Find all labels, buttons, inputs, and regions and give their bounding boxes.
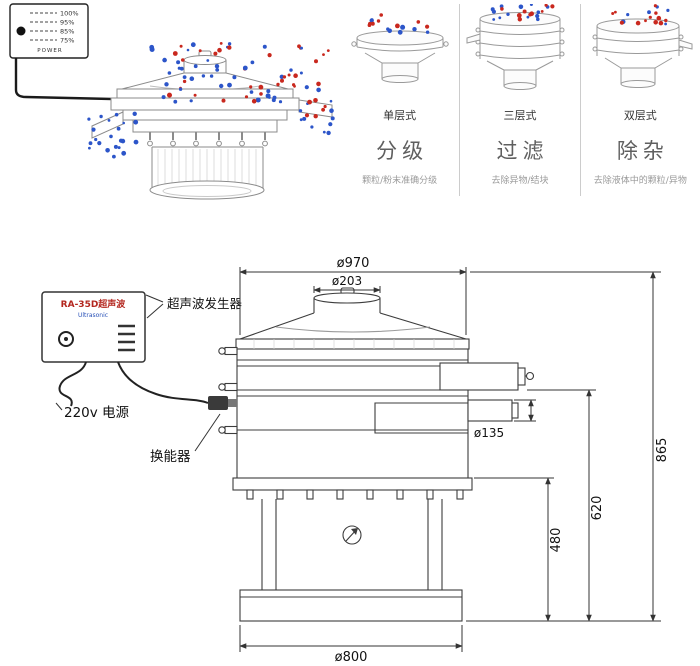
particles-inlet (186, 42, 232, 56)
machine-type-label: 单层式 (383, 109, 417, 122)
power-supply-label: 220v 电源 (64, 405, 130, 421)
machine-section-view (218, 287, 535, 622)
particles (490, 4, 555, 22)
power-cord (14, 58, 113, 101)
generator-leader-lines (145, 294, 164, 319)
generator-subtitle-text: Ultrasonic (78, 312, 108, 319)
ultrasonic-sieve-illustration: 100% 95% 85% 75% POWER (9, 3, 335, 200)
sieve-machine (91, 50, 333, 200)
particles-fines (87, 111, 139, 159)
transducer-cable (117, 361, 209, 404)
feature-desc: 颗粒/粉末准确分级 (362, 176, 438, 186)
transducer-connector (208, 396, 237, 410)
band-clamp (218, 382, 238, 392)
generator-model-text: RA-35D超声波 (61, 298, 127, 310)
feature-filtering: 三层式 过滤 去除异物/结块 (459, 4, 579, 196)
bolt-row (147, 132, 268, 147)
lower-outlet (467, 399, 513, 422)
power-button-icon (16, 26, 26, 36)
level-label: 75% (60, 37, 74, 45)
dim-inlet-diameter: ø203 (332, 274, 362, 288)
feature-title: 分级 (376, 139, 429, 163)
dim-base-diameter: ø800 (335, 650, 368, 665)
particles (611, 4, 670, 26)
generator-label: 超声波发生器 (167, 296, 243, 311)
upper-outlet (439, 362, 519, 391)
dim-outlet-diameter: ø135 (474, 426, 504, 440)
ultrasonic-generator-box: RA-35D超声波 Ultrasonic (41, 291, 146, 363)
inner-tray (374, 402, 468, 434)
feature-grading: 单层式 分级 颗粒/粉末准确分级 (340, 4, 459, 196)
level-label: 100% (60, 10, 79, 18)
band-clamp (218, 346, 238, 356)
technical-drawing: RA-35D超声波 Ultrasonic 超声波发生器 220v 电源 (41, 256, 670, 665)
feature-title: 除杂 (616, 139, 669, 163)
power-text: POWER (37, 48, 62, 54)
flange-ticks (253, 339, 455, 349)
base-plate (239, 589, 463, 622)
features-panel: 单层式 分级 颗粒/粉末准确分级 (340, 4, 700, 196)
dimension-texts: ø970 ø203 ø135 865 620 480 ø800 (332, 256, 670, 665)
single-deck-sieve-icon (350, 13, 449, 83)
feature-desc: 去除异物/结块 (491, 176, 549, 186)
level-bars (30, 12, 57, 41)
feature-impurity-removal: 双层式 除杂 去除液体中的颗粒/异物 (579, 4, 700, 196)
base-bolts (246, 489, 464, 500)
dim-outlet-height: 620 (590, 496, 605, 521)
particles-top (149, 44, 330, 104)
particles (367, 13, 429, 35)
dim-total-height: 865 (655, 438, 670, 463)
feature-title: 过滤 (496, 139, 549, 163)
power-leader-line (55, 402, 63, 411)
rotation-mark-icon (342, 525, 362, 545)
feature-desc: 去除液体中的颗粒/异物 (593, 176, 687, 186)
particles-outlet (298, 99, 335, 136)
dim-deck-height: 480 (549, 528, 564, 553)
transducer-label: 换能器 (150, 449, 191, 465)
double-deck-sieve-icon (592, 4, 693, 88)
band-clamp (218, 425, 238, 435)
machine-type-label: 三层式 (503, 109, 537, 122)
level-label: 95% (60, 19, 74, 27)
dim-top-diameter: ø970 (337, 256, 370, 271)
indicator-bars (118, 324, 135, 352)
three-deck-sieve-icon (466, 4, 565, 90)
transducer-leader-line (194, 413, 221, 452)
machine-type-label: 双层式 (623, 109, 657, 122)
level-label: 85% (60, 28, 74, 36)
dimension-lines (239, 267, 661, 652)
controller-box: 100% 95% 85% 75% POWER (9, 3, 89, 59)
power-cable (58, 361, 87, 407)
